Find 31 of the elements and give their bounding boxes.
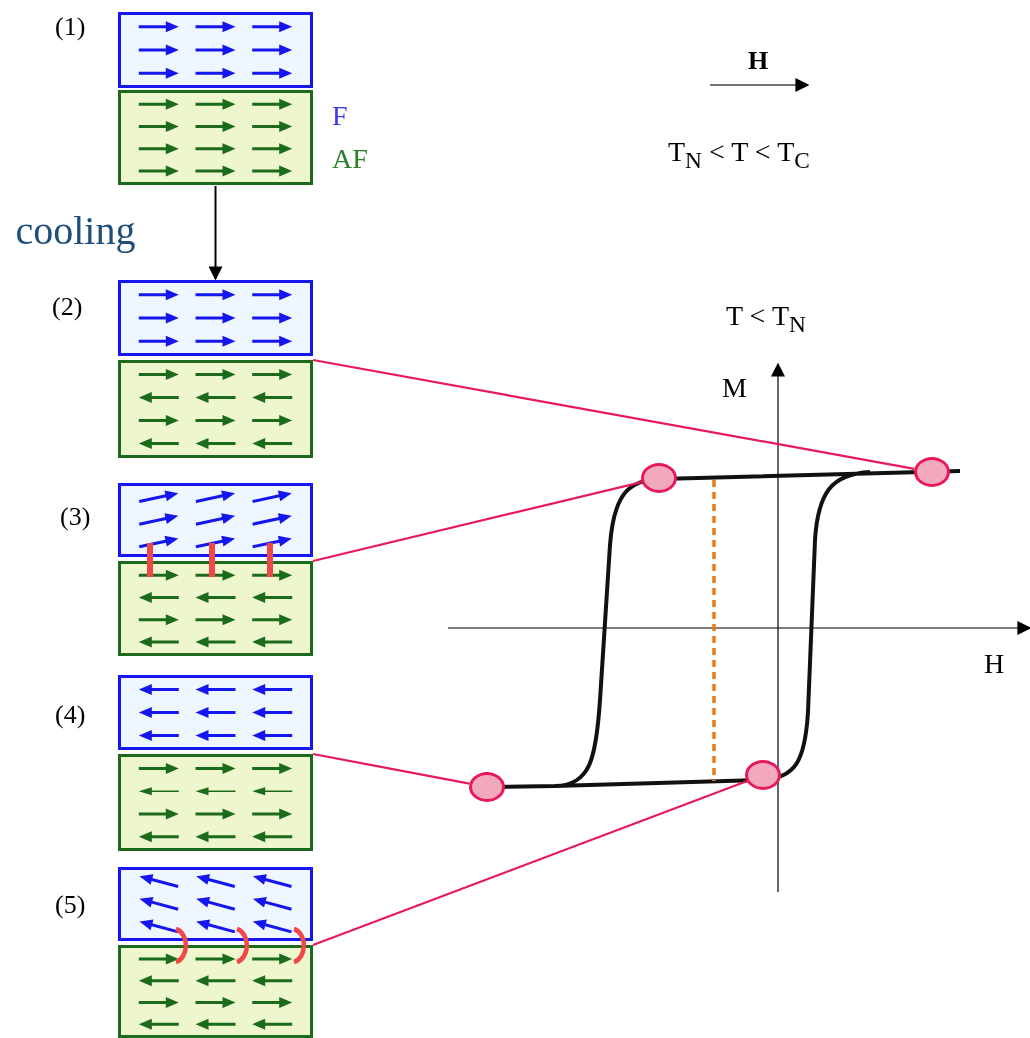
layer-label: AF bbox=[332, 145, 368, 173]
layer-box bbox=[118, 280, 313, 356]
loop-point-marker bbox=[469, 772, 505, 802]
axis-label: M bbox=[722, 374, 747, 402]
layer-box bbox=[118, 360, 313, 458]
axis-label: T < T$_{N}$ bbox=[726, 302, 806, 336]
layer-box bbox=[118, 675, 313, 750]
layer-box bbox=[118, 561, 313, 656]
axis-label: H bbox=[748, 48, 769, 74]
leader-line bbox=[312, 780, 747, 947]
stage-number: (1) bbox=[55, 14, 86, 40]
loop-point-marker bbox=[914, 457, 950, 487]
stage-number: (3) bbox=[60, 504, 91, 530]
stage-number: (2) bbox=[52, 294, 83, 320]
axis-label: H bbox=[984, 650, 1005, 678]
leader-line bbox=[312, 358, 915, 470]
layer-box bbox=[118, 483, 313, 557]
layer-box bbox=[118, 945, 313, 1038]
stage-number: (5) bbox=[55, 892, 86, 918]
layer-box bbox=[118, 12, 313, 88]
leader-line bbox=[312, 752, 470, 785]
layer-box bbox=[118, 754, 313, 851]
layer-box bbox=[118, 867, 313, 941]
leader-line bbox=[312, 481, 642, 563]
stage-number: (4) bbox=[55, 702, 86, 728]
layer-box bbox=[118, 90, 313, 185]
loop-point-marker bbox=[641, 463, 677, 493]
loop-point-marker bbox=[745, 760, 781, 790]
arrow bbox=[208, 185, 223, 281]
layer-label: F bbox=[332, 102, 348, 130]
axis-label: T$_{N}$ < T < T$_{C}$ bbox=[668, 138, 810, 172]
